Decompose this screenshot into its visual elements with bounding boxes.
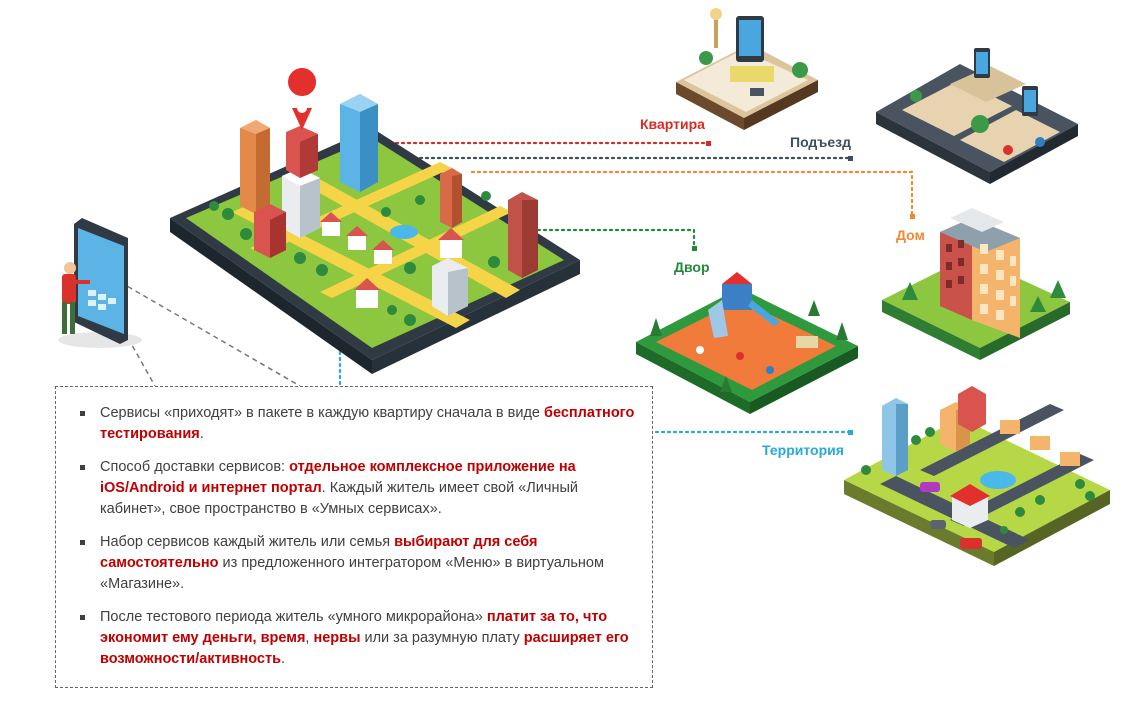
bullet-emphasis: платит за то, что экономит ему деньги, в…	[100, 609, 608, 646]
apartment-room-icon	[676, 8, 818, 130]
tablet-city-icon	[170, 68, 580, 374]
bullet-text: ,	[305, 630, 314, 646]
district-icon	[844, 386, 1110, 566]
bullet-emphasis: расширяет его возможности/активность	[100, 630, 629, 667]
connector-dom	[470, 170, 914, 218]
bullet-item: Сервисы «приходят» в пакете в каждую ква…	[78, 403, 638, 445]
label-dom: Дом	[896, 227, 925, 243]
bullet-emphasis: выбирают для себя самостоятельно	[100, 534, 538, 571]
playground-icon	[636, 272, 858, 414]
entrance-icon	[876, 48, 1078, 184]
bullet-text: или за разумную плату	[360, 630, 524, 646]
bullet-emphasis: нервы	[313, 630, 361, 646]
services-bullet-list: Сервисы «приходят» в пакете в каждую ква…	[78, 403, 638, 670]
label-podezd: Подъезд	[790, 134, 851, 150]
bullet-text: . Каждый житель имеет свой «Личный кабин…	[100, 480, 578, 517]
bullet-item: Способ доставки сервисов: отдельное комп…	[78, 457, 638, 520]
bullet-text: Сервисы «приходят» в пакете в каждую ква…	[100, 405, 545, 421]
bullet-text: из предложенного интегратором «Меню» в в…	[100, 555, 604, 592]
connector-dvor	[518, 228, 696, 250]
services-description-box: Сервисы «приходят» в пакете в каждую ква…	[55, 386, 653, 688]
bullet-text: .	[199, 426, 204, 442]
person-with-tablet-icon	[58, 218, 142, 348]
house-building-icon	[882, 208, 1070, 360]
label-kvartira: Квартира	[640, 116, 705, 132]
bullet-text: После тестового периода житель «умного м…	[100, 609, 487, 625]
bullet-text: Набор сервисов каждый житель или семья	[100, 534, 395, 550]
bullet-item: Набор сервисов каждый житель или семья в…	[78, 532, 638, 595]
label-territoria: Территория	[762, 442, 844, 458]
bullet-text: .	[281, 651, 286, 667]
bullet-item: После тестового периода житель «умного м…	[78, 607, 638, 670]
bullet-emphasis: отдельное комплексное приложение на iOS/…	[100, 459, 576, 496]
label-dvor: Двор	[674, 259, 710, 275]
bullet-emphasis: бесплатного тестирования	[100, 405, 635, 442]
bullet-text: Способ доставки сервисов:	[100, 459, 290, 475]
person-callout-lines	[119, 281, 301, 387]
